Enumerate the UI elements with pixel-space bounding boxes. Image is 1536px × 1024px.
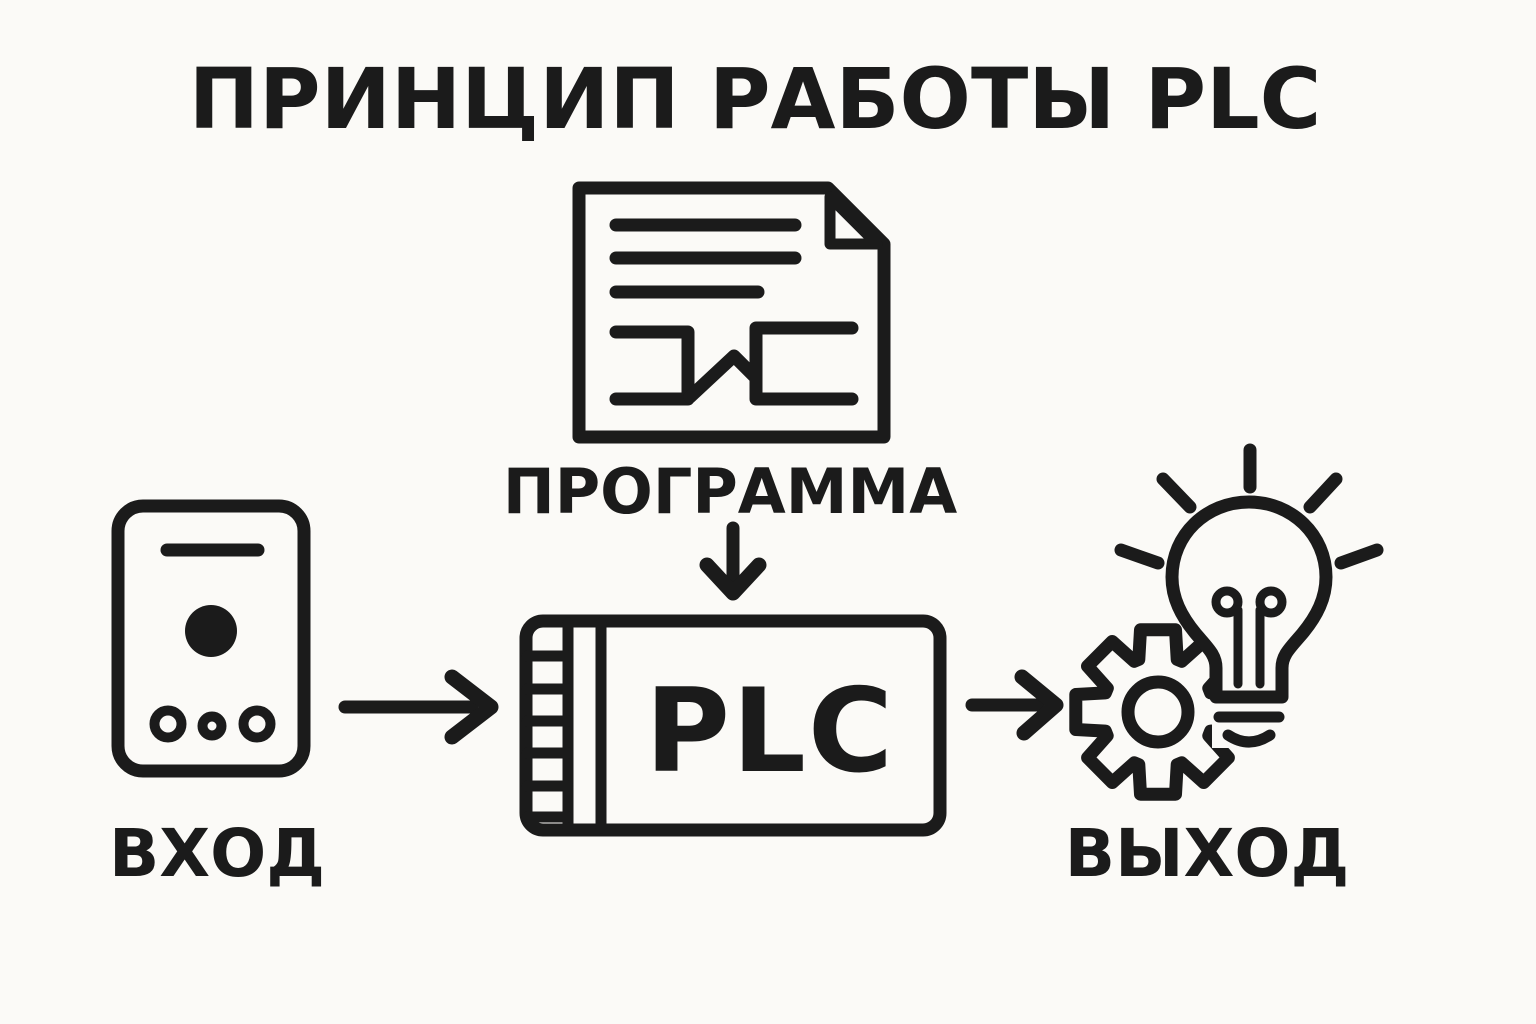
- program-label: ПРОГРАММА: [503, 455, 957, 528]
- ladder-logic-glyph-icon: [609, 321, 859, 406]
- terminal-rungs-icon: [521, 650, 574, 823]
- plc-label: PLC: [645, 664, 895, 799]
- input-device-icon: [111, 499, 311, 778]
- lightbulb-icon: [1114, 443, 1384, 748]
- program-document-icon: [572, 181, 891, 444]
- folded-corner-icon: [824, 191, 883, 250]
- gear-hub-icon: [1121, 675, 1195, 749]
- device-knob-icon: [238, 705, 276, 743]
- bulb-rays-icon: [1114, 443, 1384, 570]
- device-knob-icon: [149, 705, 187, 743]
- output-label: ВЫХОД: [1065, 815, 1349, 892]
- arrow-right-input-icon: [338, 669, 499, 745]
- device-big-button-icon: [185, 605, 237, 657]
- input-label: ВХОД: [109, 815, 325, 892]
- page-title: ПРИНЦИП РАБОТЫ PLC: [189, 50, 1322, 148]
- device-knob-icon: [197, 711, 227, 741]
- bulb-base-icon: [1213, 711, 1285, 748]
- arrow-down-icon: [699, 521, 767, 601]
- bulb-filament-icon: [1211, 586, 1287, 689]
- arrow-right-output-icon: [965, 669, 1064, 741]
- plc-box-icon: PLC: [519, 614, 947, 837]
